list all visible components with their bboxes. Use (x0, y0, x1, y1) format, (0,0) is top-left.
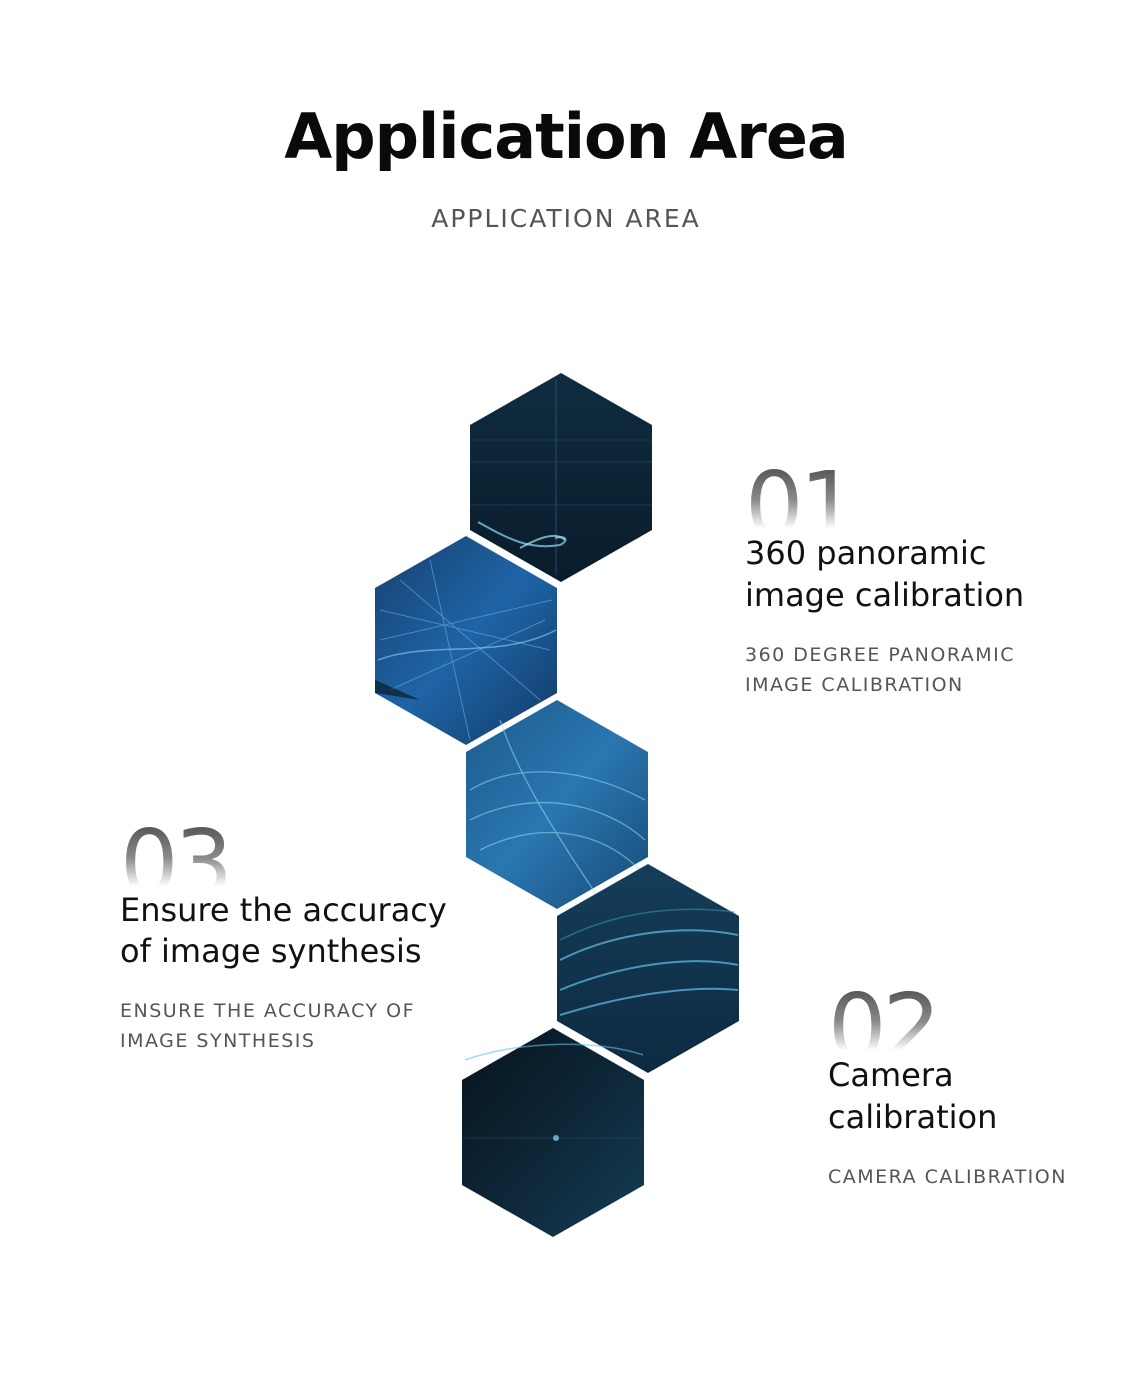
hexagon-tile-1 (470, 373, 652, 582)
page-subtitle: APPLICATION AREA (431, 204, 701, 233)
application-item-2: 02 Camera calibration CAMERA CALIBRATION (828, 982, 1098, 1192)
item-number: 01 (745, 460, 1035, 532)
item-heading: Camera calibration (828, 1056, 998, 1136)
hexagon-tile-5 (462, 1028, 644, 1237)
hexagon-tile-4 (557, 864, 739, 1073)
item-heading: 360 panoramic image calibration (745, 534, 1025, 614)
item-description: CAMERA CALIBRATION (828, 1166, 1067, 1188)
item-heading: Ensure the accuracy of image synthesis (120, 891, 447, 970)
item-description: 360 DEGREE PANORAMIC IMAGE CALIBRATION (745, 644, 1016, 696)
application-item-1: 01 360 panoramic image calibration 360 D… (745, 460, 1035, 700)
application-item-3: 03 Ensure the accuracy of image synthesi… (120, 818, 460, 1056)
item-description: ENSURE THE ACCURACY OF IMAGE SYNTHESIS (120, 1000, 416, 1052)
item-number: 02 (828, 982, 1098, 1054)
hexagon-tile-2 (375, 536, 557, 745)
hexagon-tile-3 (466, 700, 648, 909)
page-title: Application Area (284, 100, 849, 173)
item-number: 03 (120, 818, 460, 890)
